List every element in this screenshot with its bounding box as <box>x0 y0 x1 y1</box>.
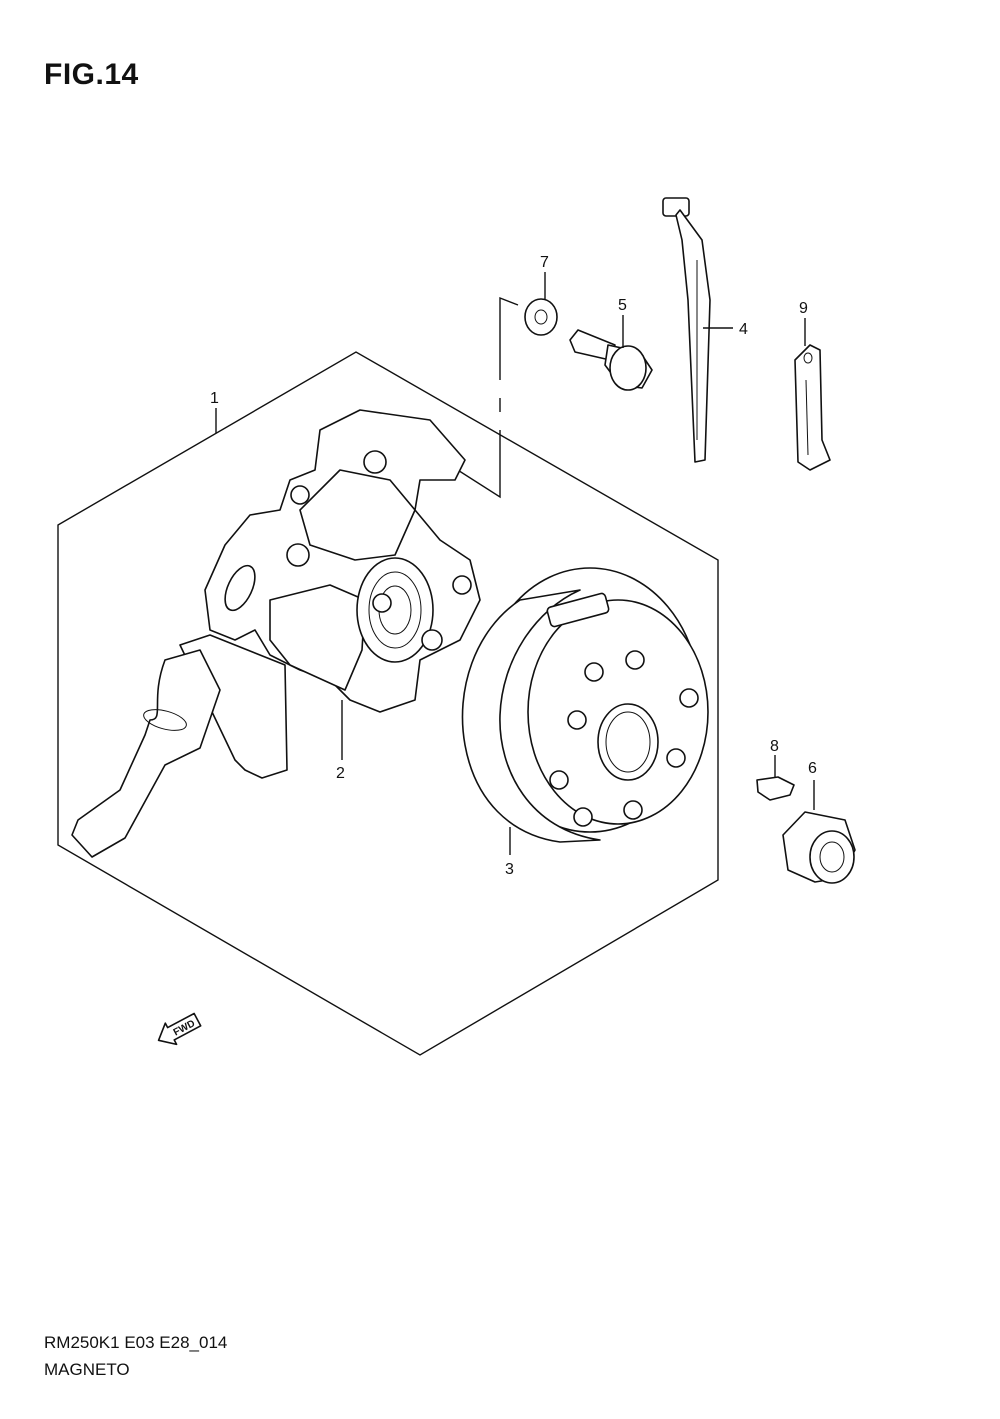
nut <box>782 811 856 884</box>
leader-lines <box>215 272 815 855</box>
clamp <box>794 344 831 471</box>
callout-3: 3 <box>505 861 514 878</box>
assembly-outline <box>57 351 719 1056</box>
callout-6: 6 <box>808 760 817 777</box>
footer-code: RM250K1 E03 E28_014 <box>44 1333 228 1352</box>
fwd-arrow-icon: FWD <box>157 1012 202 1046</box>
washer <box>524 298 558 336</box>
bolt <box>569 329 653 391</box>
cable-tie <box>662 197 711 463</box>
callout-8: 8 <box>770 738 779 755</box>
callout-2: 2 <box>336 765 345 782</box>
flywheel-rotor <box>461 567 709 843</box>
figure-title: FIG.14 <box>44 58 139 91</box>
callout-7: 7 <box>540 254 549 271</box>
callout-9: 9 <box>799 300 808 317</box>
key <box>756 776 795 801</box>
footer-name: MAGNETO <box>44 1360 130 1379</box>
callout-4: 4 <box>739 321 748 338</box>
callout-5: 5 <box>618 297 627 314</box>
callout-1: 1 <box>210 390 219 407</box>
fwd-label: FWD <box>172 1018 197 1038</box>
stator-assembly <box>71 409 481 858</box>
